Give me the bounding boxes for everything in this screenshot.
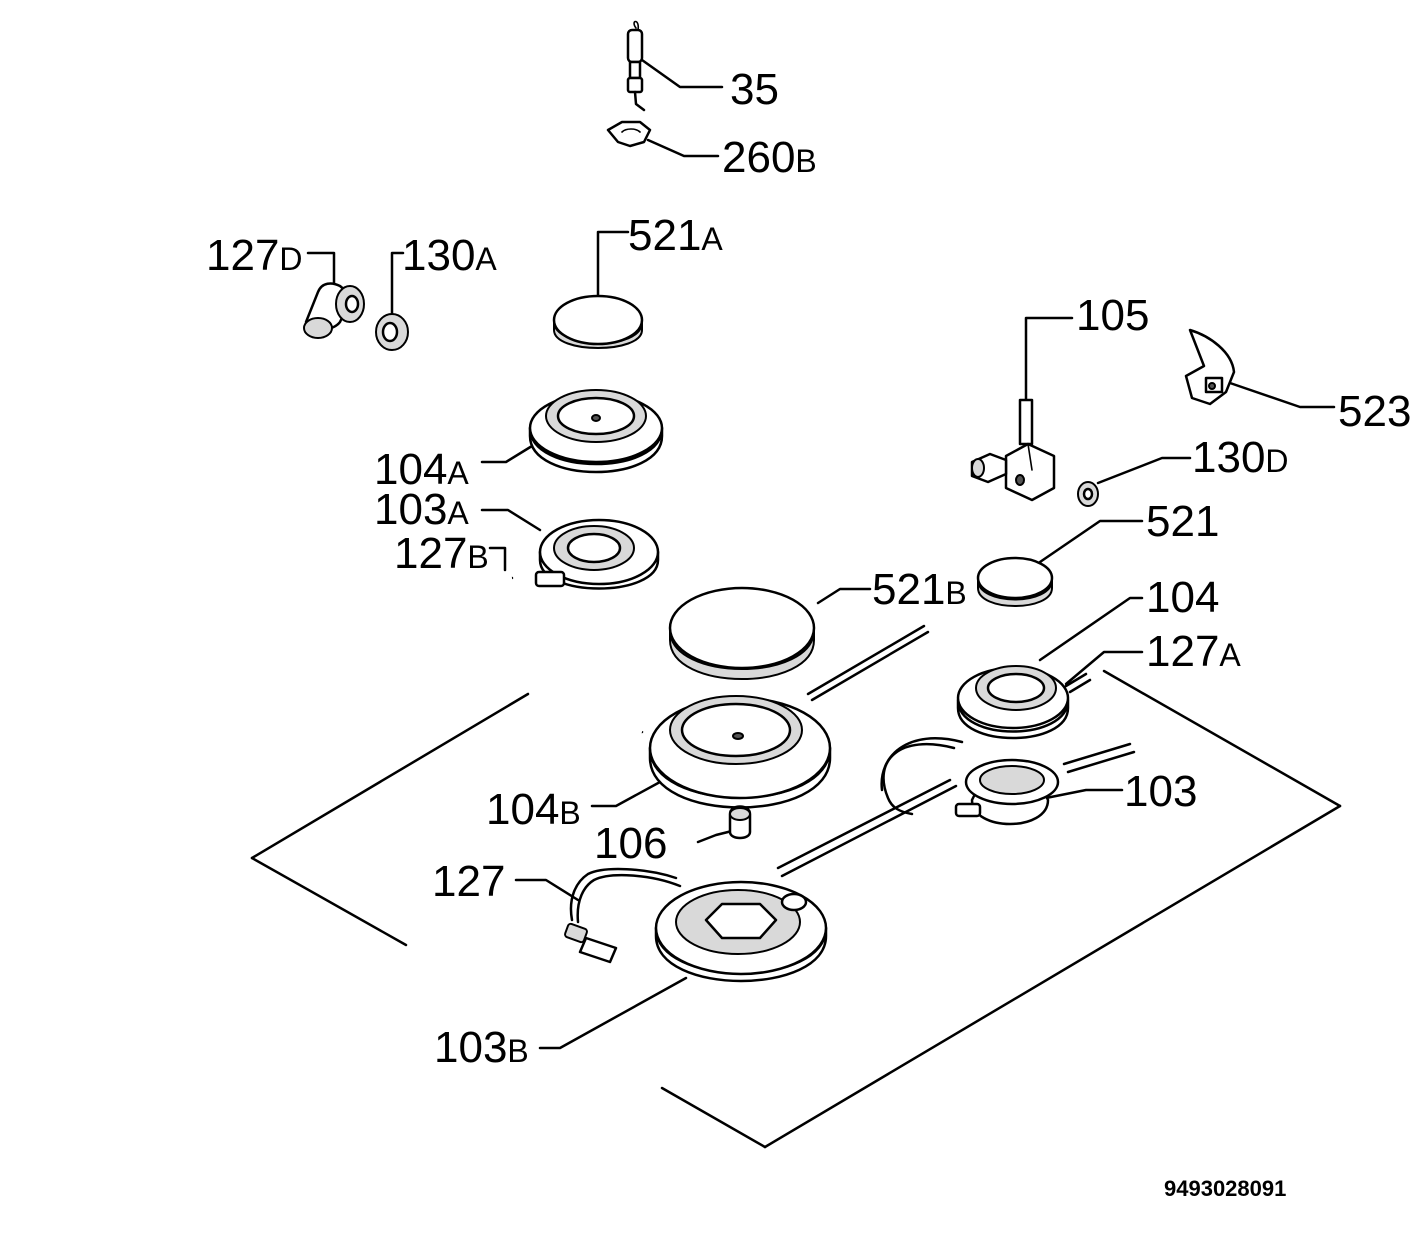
label-260b: 260B [722, 133, 817, 182]
part-521a-burner-cap [552, 294, 644, 349]
label-105: 105 [1076, 291, 1149, 340]
label-103: 103 [1124, 767, 1197, 816]
part-106-injector [728, 805, 752, 840]
part-103b-burner-body [654, 880, 828, 983]
part-130a-nut [375, 313, 409, 351]
label-104a: 104A [374, 445, 469, 494]
part-104-burner-head [956, 665, 1070, 740]
label-104: 104 [1146, 573, 1219, 622]
hob-outline [250, 669, 1342, 1149]
label-523: 523 [1338, 387, 1411, 436]
part-104a-burner-head [528, 389, 664, 474]
part-523-bracket [1184, 328, 1236, 406]
label-103b: 103B [434, 1023, 529, 1072]
part-105-gas-valve [970, 398, 1056, 502]
label-127: 127 [432, 857, 505, 906]
part-260b-clip [606, 120, 652, 148]
label-521a: 521A [628, 211, 723, 260]
part-103-burner-body [954, 758, 1060, 826]
part-127-pipe-connector [564, 922, 618, 964]
label-521b: 521B [872, 565, 967, 614]
part-labels: 35 260B 127D 130A 521A 105 523 104A 103A… [206, 65, 1411, 1072]
label-521: 521 [1146, 497, 1219, 546]
document-id: 9493028091 [1164, 1176, 1286, 1201]
label-35: 35 [730, 65, 779, 114]
part-521-burner-cap [976, 556, 1054, 607]
part-35-thermocouple [626, 20, 646, 112]
label-127d: 127D [206, 231, 303, 280]
label-127b: 127B [394, 529, 489, 578]
part-130d-nut [1077, 481, 1099, 507]
part-103a-burner-body [534, 518, 660, 590]
label-130a: 130A [402, 231, 497, 280]
part-521b-burner-cap [668, 586, 816, 680]
label-130d: 130D [1192, 433, 1289, 482]
part-127d-elbow-fitting [303, 282, 365, 339]
label-104b: 104B [486, 785, 581, 834]
label-103a: 103A [374, 485, 469, 534]
label-127a: 127A [1146, 627, 1241, 676]
part-104b-burner-head [648, 695, 832, 809]
label-106: 106 [594, 819, 667, 868]
gas-pipes [462, 576, 1136, 924]
